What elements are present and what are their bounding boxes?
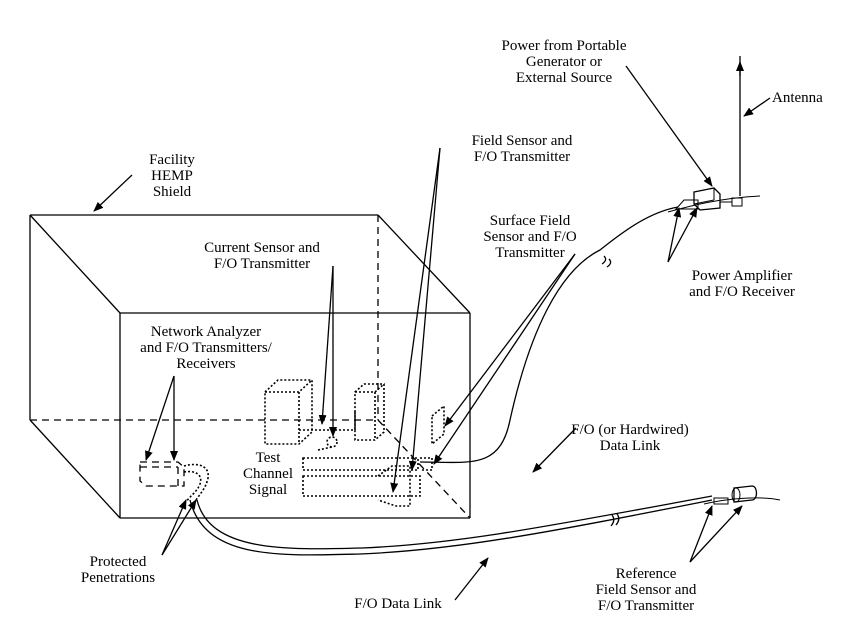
test-channel-label: Test Channel Signal: [243, 450, 293, 498]
fo-hardwired-line-1: F/O (or Hardwired): [571, 422, 688, 438]
surface-field-line-3: Transmitter: [495, 245, 564, 261]
fo-data-link-label: F/O Data Link: [354, 596, 442, 612]
reference-label: Reference Field Sensor and F/O Transmitt…: [596, 566, 697, 614]
power-from-line-1: Power from Portable: [502, 38, 627, 54]
reference-line-3: F/O Transmitter: [598, 598, 694, 614]
network-analyzer-line-2: and F/O Transmitters/: [140, 340, 273, 356]
reference-line-1: Reference: [616, 566, 677, 582]
current-sensor-line-1: Current Sensor and: [204, 240, 320, 256]
facility-shield-line-3: Shield: [153, 184, 192, 200]
current-sensor-equipment: [264, 379, 385, 451]
test-channel-line-2: Channel: [243, 466, 293, 482]
power-amp-label: Power Amplifier and F/O Receiver: [689, 268, 795, 300]
power-amp-line-1: Power Amplifier: [692, 268, 792, 284]
network-analyzer-line-1: Network Analyzer: [151, 324, 261, 340]
network-analyzer-line-3: Receivers: [176, 356, 235, 372]
network-analyzer-label: Network Analyzer and F/O Transmitters/ R…: [140, 324, 273, 372]
antenna-label: Antenna: [772, 90, 823, 106]
facility-shield-label: Facility HEMP Shield: [149, 152, 195, 200]
fo-hardwired-line-2: Data Link: [600, 438, 661, 454]
surface-field-line-1: Surface Field: [490, 213, 571, 229]
current-sensor-line-2: F/O Transmitter: [214, 256, 310, 272]
surface-field-line-2: Sensor and F/O: [483, 229, 577, 245]
protected-line-2: Penetrations: [81, 570, 155, 586]
power-amp-line-2: and F/O Receiver: [689, 284, 795, 300]
power-from-line-3: External Source: [516, 70, 613, 86]
protected-line-1: Protected: [90, 554, 147, 570]
reference-sensor-site: [703, 485, 781, 505]
power-from-line-2: Generator or: [526, 54, 602, 70]
surface-field-sensor: [431, 404, 445, 446]
test-channel-equipment: [302, 457, 433, 507]
cables: [189, 206, 713, 556]
test-channel-line-1: Test: [256, 450, 282, 466]
fo-hardwired-label: F/O (or Hardwired) Data Link: [571, 422, 688, 454]
protected-penetrations-label: Protected Penetrations: [81, 554, 155, 586]
network-analyzer-equipment: [139, 461, 209, 503]
current-sensor-label: Current Sensor and F/O Transmitter: [204, 240, 320, 272]
field-sensor-label: Field Sensor and F/O Transmitter: [472, 133, 573, 165]
field-sensor-line-2: F/O Transmitter: [474, 149, 570, 165]
field-sensor-line-1: Field Sensor and: [472, 133, 573, 149]
power-from-label: Power from Portable Generator or Externa…: [502, 38, 627, 86]
surface-field-label: Surface Field Sensor and F/O Transmitter: [483, 213, 577, 261]
power-amplifier-site: [667, 187, 761, 213]
label-arrows: [93, 56, 771, 601]
facility-shield-line-2: HEMP: [151, 168, 193, 184]
facility-shield-line-1: Facility: [149, 152, 195, 168]
test-channel-line-3: Signal: [249, 482, 287, 498]
reference-line-2: Field Sensor and: [596, 582, 697, 598]
